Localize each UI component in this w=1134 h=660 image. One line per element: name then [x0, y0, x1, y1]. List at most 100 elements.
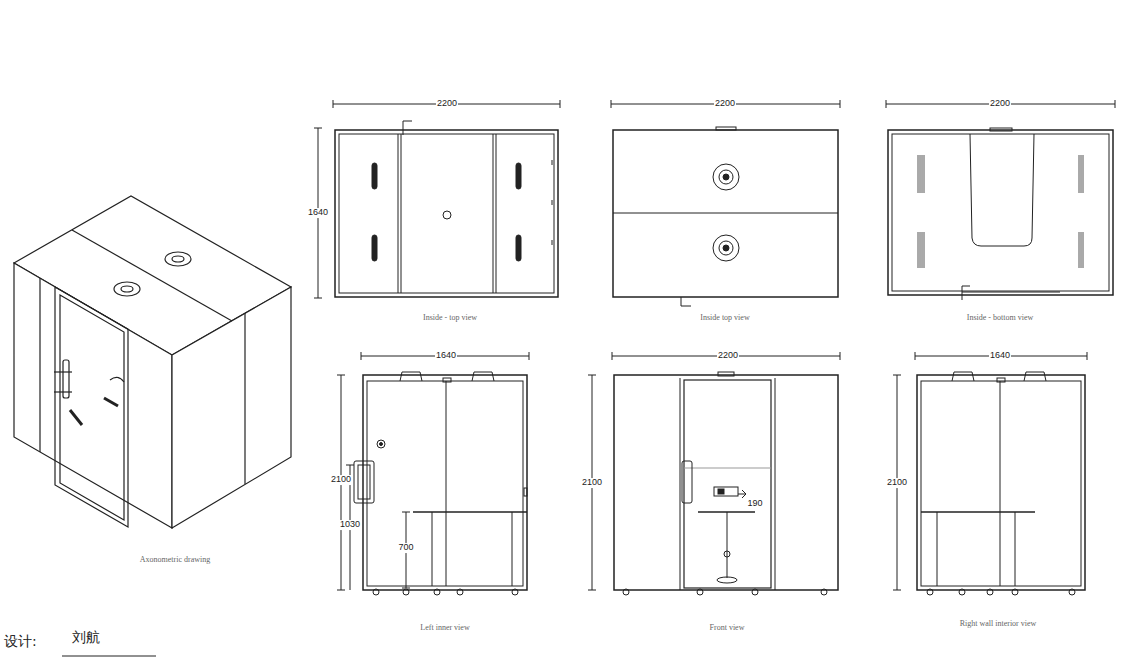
floor-view-part: [892, 134, 1109, 291]
axonometric-pod-part: [54, 391, 72, 392]
front-view-part: [717, 577, 737, 583]
inside-top-view-part: [372, 235, 377, 261]
floor-view: [886, 100, 1115, 300]
left-inner-view-part: [434, 589, 440, 595]
inside-top-view-part: [398, 134, 399, 293]
inside-top-view-part: [401, 134, 402, 293]
front-view-part: [588, 590, 596, 591]
dimension: 2100: [581, 478, 603, 488]
roof-top-view-part: [613, 130, 838, 297]
inside-top-view-part: [403, 121, 412, 135]
dimension: 2200: [989, 99, 1011, 109]
right-wall-view-part: [921, 381, 1081, 586]
left-inner-view-part: [432, 512, 433, 586]
dimension: 1030: [339, 520, 361, 530]
front-view-part: [612, 352, 613, 360]
axonometric-pod-part: [104, 398, 118, 406]
right-wall-view-part: [937, 512, 938, 586]
front-view-part: [684, 468, 771, 469]
inside-top-view-part: [333, 100, 334, 108]
floor-view-part-part: [1081, 155, 1082, 193]
view-caption: Axonometric drawing: [140, 556, 210, 565]
front-view-part: [821, 589, 827, 595]
front-view-part: [623, 589, 629, 595]
roof-top-view-part: [611, 100, 612, 108]
right-wall-view-part: [921, 511, 1035, 513]
axonometric-pod-part: [39, 278, 40, 452]
front-view-part: [684, 380, 771, 588]
roof-top-view-part: [613, 213, 838, 214]
roof-top-view-part: [840, 100, 841, 108]
axonometric-pod-part: [70, 410, 82, 425]
left-inner-view-part: [402, 512, 410, 513]
left-inner-view-part: [524, 488, 527, 496]
front-view-part: [840, 352, 841, 360]
floor-view-part-part: [922, 155, 923, 193]
left-inner-view-part: [403, 589, 409, 595]
left-inner-view-part: [413, 511, 527, 513]
right-wall-view-part: [1087, 352, 1088, 360]
dimension: 1640: [435, 351, 457, 361]
right-wall-view-part: [1024, 372, 1046, 381]
inside-top-view-part: [560, 100, 561, 108]
left-inner-view-part: [446, 381, 447, 586]
floor-view-part-part: [1079, 155, 1080, 193]
axonometric-pod-part: [110, 377, 124, 382]
front-view: [588, 352, 840, 595]
dimension: 190: [746, 499, 763, 509]
floor-view-part: [888, 130, 1113, 295]
roof-top-view: [611, 100, 840, 306]
left-inner-view-part: [363, 375, 527, 590]
floor-view-part-part: [920, 232, 921, 268]
floor-view-part: [970, 134, 1034, 246]
dimension: 2100: [330, 475, 352, 485]
inside-top-view-part: [493, 134, 494, 293]
front-view-part: [682, 461, 692, 503]
left-inner-view-part: [373, 589, 379, 595]
left-inner-view-part: [512, 589, 518, 595]
roof-top-view-part: [723, 245, 729, 251]
left-inner-view-part: [361, 352, 362, 360]
dimension: 2100: [886, 478, 908, 488]
roof-top-view-part: [681, 297, 691, 306]
left-inner-view-part: [354, 461, 374, 503]
inside-top-view-part: [552, 160, 553, 165]
floor-view-part: [962, 286, 970, 300]
front-view-part: [588, 375, 596, 376]
left-inner-view-part: [512, 512, 513, 586]
right-wall-view-part: [893, 375, 901, 376]
right-wall-view: [893, 352, 1087, 595]
right-wall-view-part: [893, 590, 901, 591]
floor-view-part-part: [922, 232, 923, 268]
left-inner-view-part: [367, 381, 523, 586]
floor-view-part: [990, 128, 1012, 131]
floor-view-part-part: [924, 232, 925, 268]
axonometric-pod-part: [172, 256, 184, 262]
left-inner-view-part: [443, 378, 451, 382]
inside-top-view: [314, 100, 560, 298]
view-caption: Inside - top view: [423, 314, 477, 323]
inside-top-view-part: [516, 235, 521, 261]
inside-top-view-part: [552, 240, 553, 245]
dimension: 2200: [436, 99, 458, 109]
floor-view-part-part: [1079, 232, 1080, 268]
view-caption: Right wall interior view: [960, 620, 1037, 629]
inside-top-view-part: [372, 163, 377, 189]
right-wall-view-part: [987, 589, 993, 595]
floor-view-part-part: [918, 155, 919, 193]
inside-top-view-part: [314, 298, 322, 299]
view-caption: Inside - bottom view: [967, 314, 1033, 323]
right-wall-view-part: [997, 378, 1005, 382]
dimension: 2200: [714, 99, 736, 109]
right-wall-view-part: [1015, 512, 1016, 586]
floor-view-part: [886, 100, 887, 108]
roof-top-view-part: [719, 241, 733, 255]
right-wall-view-part: [1000, 381, 1001, 586]
right-wall-view-part: [927, 589, 933, 595]
left-inner-view-part: [529, 352, 530, 360]
floor-view-part-part: [918, 232, 919, 268]
signature-line: [62, 656, 156, 657]
front-view-part: [697, 589, 703, 595]
floor-view-part: [962, 292, 1060, 293]
left-inner-view-part: [337, 590, 345, 591]
